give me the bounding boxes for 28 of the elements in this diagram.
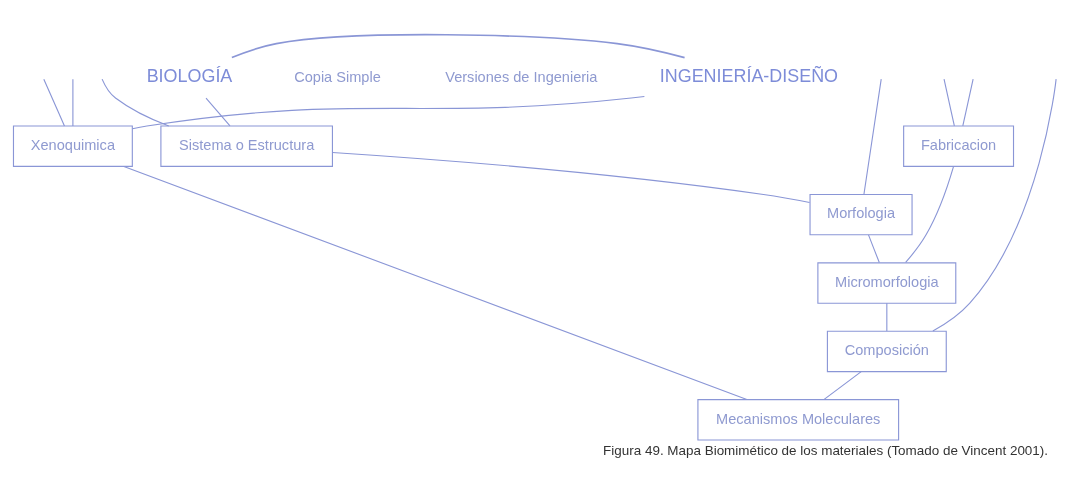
node-box: Micromorfologia — [817, 262, 957, 304]
connector — [101, 78, 170, 127]
connector — [123, 165, 748, 400]
connector — [131, 95, 645, 130]
connector — [905, 166, 955, 263]
connector — [205, 97, 231, 127]
connector — [823, 371, 862, 401]
node-box: Fabricacion — [903, 125, 1015, 167]
connector — [932, 78, 1057, 332]
connector — [72, 78, 74, 127]
node-box: Morfologia — [809, 193, 913, 236]
node-box: Sistema o Estructura — [160, 125, 333, 167]
node-box: Mecanismos Moleculares — [697, 399, 900, 441]
connector — [943, 78, 955, 127]
connector — [43, 78, 65, 127]
label: Versiones de Ingenieria — [445, 68, 598, 85]
connector — [886, 302, 888, 332]
node-text: INGENIERÍA-DISEÑO — [659, 66, 839, 87]
connector — [867, 234, 880, 264]
node-box: Composición — [826, 330, 947, 373]
node-text: BIOLOGÍA — [146, 66, 233, 87]
label: Copia Simple — [294, 68, 381, 85]
connector — [863, 78, 882, 195]
connector — [962, 78, 974, 127]
connector — [331, 151, 811, 203]
caption: Figura 49. Mapa Biomimético de los materiales (Tomado de Vincent 2001). — [603, 443, 1049, 459]
node-box: Xenoquimica — [12, 125, 133, 167]
connector — [231, 33, 686, 59]
